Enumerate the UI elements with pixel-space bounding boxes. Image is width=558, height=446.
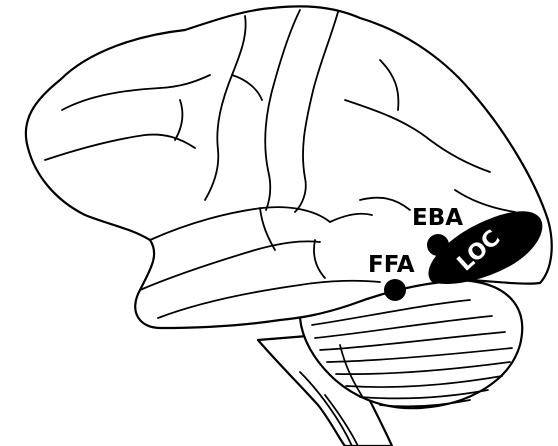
ffa-label: FFA bbox=[368, 252, 415, 278]
ffa-marker bbox=[384, 279, 406, 301]
eba-label: EBA bbox=[412, 205, 463, 231]
eba-marker bbox=[427, 234, 449, 256]
